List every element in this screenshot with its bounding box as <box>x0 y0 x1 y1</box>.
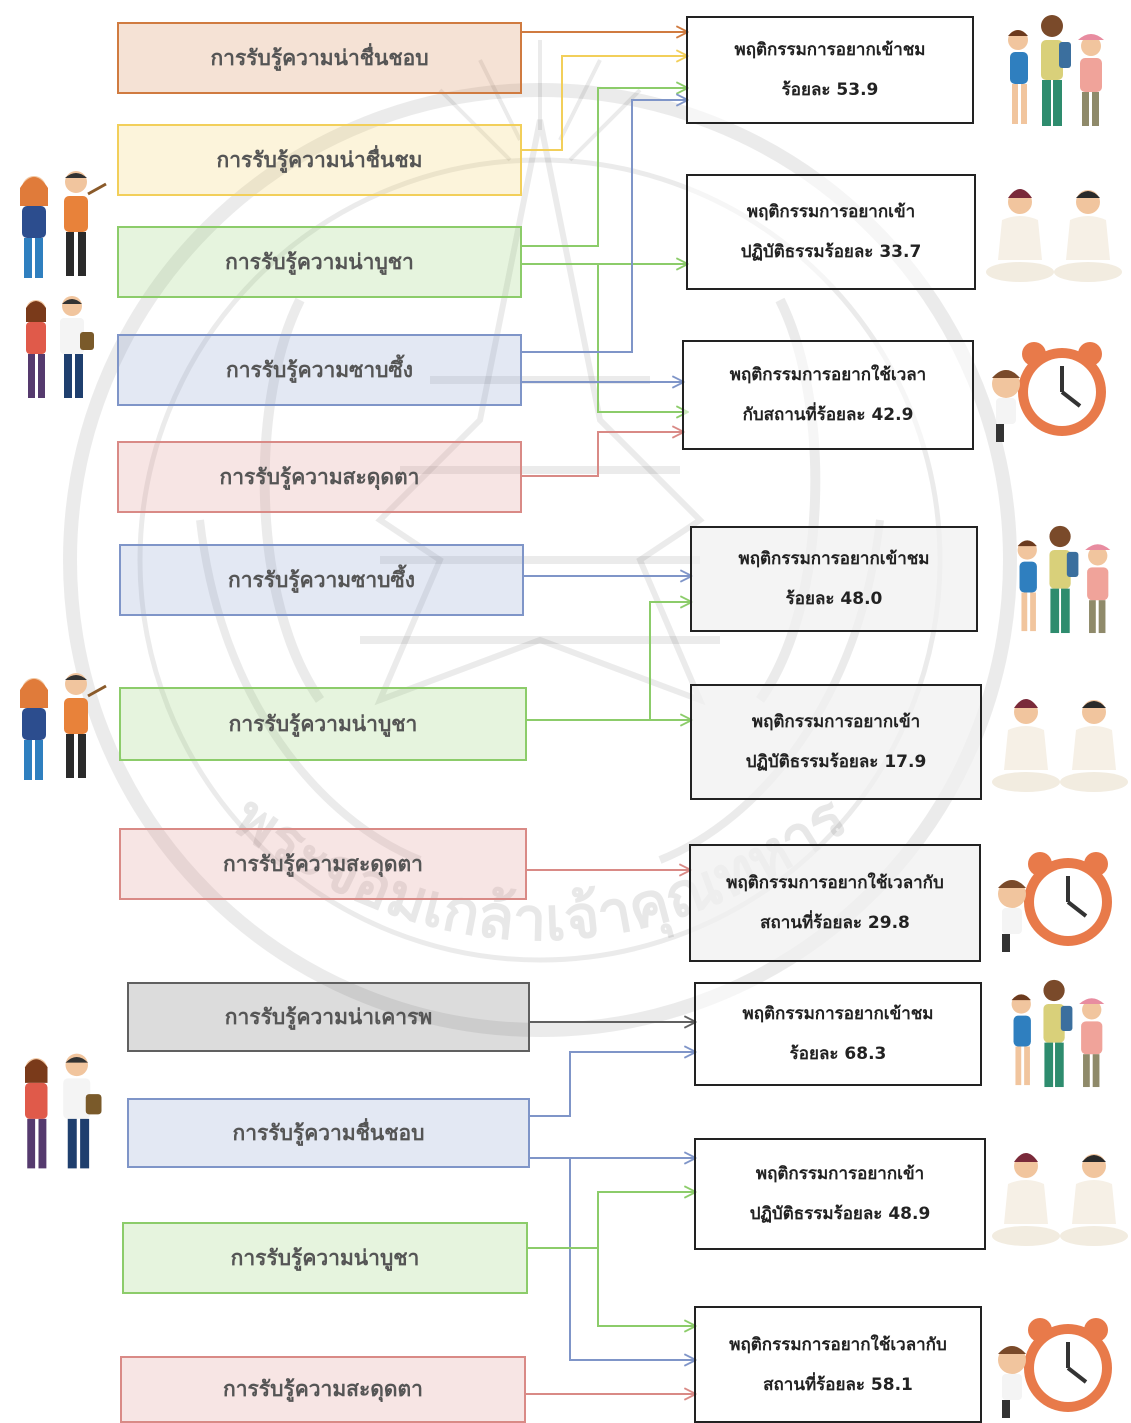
outcome-box: พฤติกรรมการอยากเข้าชมร้อยละ 48.0 <box>690 526 978 632</box>
perception-box: การรับรู้ความสะดุดตา <box>119 828 527 900</box>
connector-arrow <box>597 1248 696 1326</box>
outcome-box: พฤติกรรมการอยากเข้าปฏิบัติธรรมร้อยละ 48.… <box>694 1138 986 1250</box>
perception-label: การรับรู้ความชื่นชอบ <box>232 1120 425 1145</box>
connector-arrow <box>522 100 688 353</box>
connector-arrow <box>522 88 688 247</box>
perception-box: การรับรู้ความซาบซึ้ง <box>117 334 522 406</box>
students-icon <box>25 1053 102 1169</box>
connector-arrow <box>530 1052 696 1117</box>
tourists-icon <box>1011 979 1105 1088</box>
perception-label: การรับรู้ความน่าบูชา <box>225 249 414 274</box>
outcome-box: พฤติกรรมการอยากใช้เวลากับสถานที่ร้อยละ 4… <box>682 340 974 450</box>
outcome-line-2: ร้อยละ 48.0 <box>785 589 883 609</box>
outcome-line-2: ร้อยละ 53.9 <box>781 80 879 100</box>
outcome-line-2: สถานที่ร้อยละ 58.1 <box>763 1374 913 1395</box>
students-icon <box>26 296 94 398</box>
outcome-line-2: ปฏิบัติธรรมร้อยละ 48.9 <box>749 1204 931 1224</box>
outcome-line-1: พฤติกรรมการอยากเข้า <box>751 712 921 732</box>
outcome-line-1: พฤติกรรมการอยากใช้เวลากับ <box>729 1334 947 1355</box>
outcome-line-2: ร้อยละ 68.3 <box>789 1044 887 1064</box>
perception-box: การรับรู้ความน่าบูชา <box>117 226 522 298</box>
connector-arrow <box>569 1158 696 1360</box>
artists-icon <box>20 673 107 780</box>
perception-box: การรับรู้ความซาบซึ้ง <box>119 544 524 616</box>
outcome-box: พฤติกรรมการอยากใช้เวลากับสถานที่ร้อยละ 5… <box>694 1306 982 1423</box>
connector-arrow <box>522 432 684 477</box>
tourists-icon <box>1017 525 1111 634</box>
outcome-box: พฤติกรรมการอยากเข้าชมร้อยละ 68.3 <box>694 982 982 1086</box>
perception-box: การรับรู้ความน่าชื่นชอบ <box>117 22 522 94</box>
outcome-line-1: พฤติกรรมการอยากเข้าชม <box>742 1004 934 1024</box>
perception-label: การรับรู้ความซาบซึ้ง <box>227 567 416 592</box>
connector-arrow <box>522 263 688 412</box>
outcome-line-1: พฤติกรรมการอยากเข้าชม <box>738 549 930 569</box>
outcome-box: พฤติกรรมการอยากเข้าชมร้อยละ 53.9 <box>686 16 974 124</box>
perception-label: การรับรู้ความน่าบูชา <box>230 1245 420 1270</box>
connector-arrow <box>522 56 688 151</box>
outcome-line-1: พฤติกรรมการอยากใช้เวลา <box>729 365 927 385</box>
meditation-icon <box>992 1153 1128 1246</box>
outcome-box: พฤติกรรมการอยากใช้เวลากับสถานที่ร้อยละ 2… <box>689 844 981 962</box>
perception-box: การรับรู้ความสะดุดตา <box>117 441 522 513</box>
outcome-line-1: พฤติกรรมการอยากเข้าชม <box>734 40 926 60</box>
alarm-clock-icon <box>998 1318 1112 1418</box>
perception-box: การรับรู้ความน่าบูชา <box>122 1222 528 1294</box>
outcome-line-2: ปฏิบัติธรรมร้อยละ 33.7 <box>740 242 922 262</box>
perception-box: การรับรู้ความน่าชื่นชม <box>117 124 522 196</box>
outcome-box: พฤติกรรมการอยากเข้าปฏิบัติธรรมร้อยละ 33.… <box>686 174 976 290</box>
outcome-line-2: ปฏิบัติธรรมร้อยละ 17.9 <box>745 752 927 772</box>
perception-label: การรับรู้ความน่าเคารพ <box>224 1004 433 1029</box>
alarm-clock-icon <box>992 342 1106 442</box>
perception-box: การรับรู้ความสะดุดตา <box>120 1356 526 1423</box>
outcome-line-2: กับสถานที่ร้อยละ 42.9 <box>742 405 914 425</box>
perception-label: การรับรู้ความสะดุดตา <box>219 464 420 489</box>
artists-icon <box>20 171 107 278</box>
perception-label: การรับรู้ความน่าชื่นชอบ <box>210 45 429 70</box>
outcome-line-2: สถานที่ร้อยละ 29.8 <box>760 913 910 933</box>
perception-box: การรับรู้ความน่าบูชา <box>119 687 527 761</box>
perception-box: การรับรู้ความน่าเคารพ <box>127 982 530 1052</box>
meditation-icon <box>992 699 1128 792</box>
perception-label: การรับรู้ความน่าชื่นชม <box>216 147 423 172</box>
perception-label: การรับรู้ความน่าบูชา <box>228 711 418 736</box>
perception-label: การรับรู้ความซาบซึ้ง <box>225 357 414 382</box>
outcome-line-1: พฤติกรรมการอยากใช้เวลากับ <box>726 873 944 893</box>
outcome-box: พฤติกรรมการอยากเข้าปฏิบัติธรรมร้อยละ 17.… <box>690 684 982 800</box>
connector-arrow <box>527 602 692 721</box>
perception-label: การรับรู้ความสะดุดตา <box>223 851 423 876</box>
tourists-icon <box>1008 15 1104 126</box>
perception-box: การรับรู้ความชื่นชอบ <box>127 1098 530 1168</box>
perception-label: การรับรู้ความสะดุดตา <box>223 1377 423 1401</box>
outcome-line-1: พฤติกรรมการอยากเข้า <box>746 202 916 222</box>
connector-arrow <box>528 1192 696 1249</box>
meditation-icon <box>986 189 1122 282</box>
outcome-line-1: พฤติกรรมการอยากเข้า <box>755 1164 925 1184</box>
alarm-clock-icon <box>998 852 1112 952</box>
